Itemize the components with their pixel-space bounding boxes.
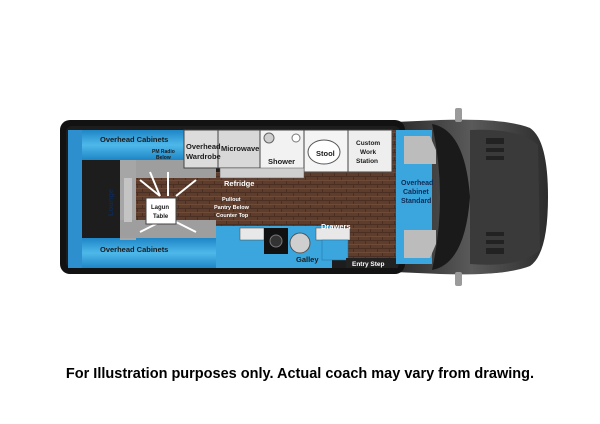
label-lagun-table-2: Table <box>153 214 169 220</box>
label-lagun-table-1: Lagun <box>151 205 169 211</box>
label-pm-radio: PM Radio <box>152 149 175 155</box>
right-mirror-icon <box>455 272 462 286</box>
label-shower: Shower <box>268 157 295 166</box>
left-mirror-icon <box>455 108 462 122</box>
label-pm-radio-below: Below <box>156 155 171 161</box>
label-overhead-cabinet-std-1: Overhead <box>401 180 433 187</box>
label-lounge: Lounge <box>106 189 115 216</box>
label-drawers: Drawers <box>321 222 351 231</box>
microwave <box>217 129 261 169</box>
lagun-table <box>139 171 197 233</box>
shower-head-icon <box>263 132 275 144</box>
label-microwave: Microwave <box>221 144 259 153</box>
entry-step <box>346 258 398 268</box>
toilet-icon <box>307 139 341 165</box>
label-pullout-2: Pantry Below <box>214 205 250 211</box>
label-work-station-1: Custom <box>356 140 380 147</box>
overhead-wardrobe <box>183 129 219 169</box>
label-work-station-2: Work <box>360 149 377 156</box>
label-galley: Galley <box>296 255 319 264</box>
label-overhead-cabinets-bottom: Overhead Cabinets <box>100 245 168 254</box>
disclaimer-text: For Illustration purposes only. Actual c… <box>65 366 535 382</box>
label-work-station-3: Station <box>356 158 378 165</box>
sink-icon <box>291 133 301 143</box>
label-overhead-wardrobe-2: Wardrobe <box>186 152 221 161</box>
label-pullout-1: Pullout <box>222 197 241 203</box>
label-pullout-3: Counter Top <box>216 213 249 219</box>
label-overhead-wardrobe-1: Overhead <box>186 142 221 151</box>
label-overhead-cabinet-std-3: Standard <box>401 198 431 205</box>
galley-sink-icon <box>289 232 311 254</box>
label-overhead-cabinets-top: Overhead Cabinets <box>100 135 168 144</box>
label-refridge: Refridge <box>224 179 254 188</box>
label-entry-step: Entry Step <box>352 261 385 268</box>
overhead-cabinets-bottom <box>80 238 216 268</box>
label-stool: Stool <box>316 149 335 158</box>
label-overhead-cabinet-std-2: Cabinet <box>403 189 429 196</box>
cab-seats <box>404 136 436 258</box>
overhead-cabinets-top <box>80 130 184 160</box>
custom-work-station <box>347 129 393 173</box>
